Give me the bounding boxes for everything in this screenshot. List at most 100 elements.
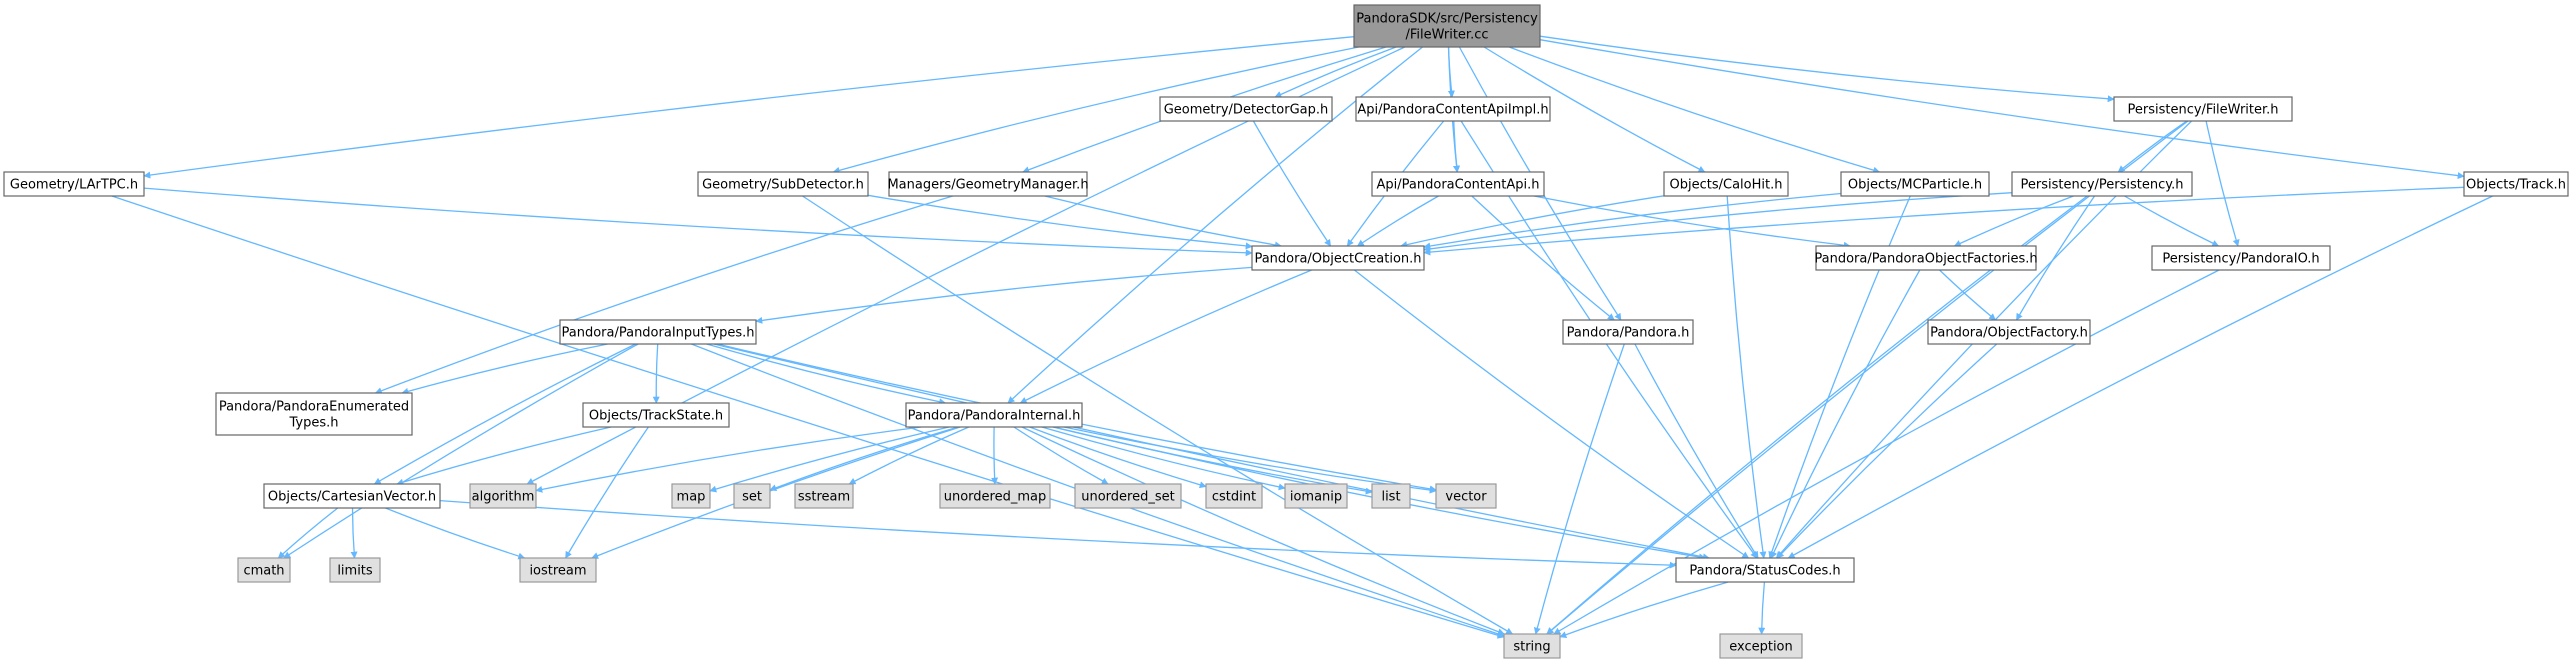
node-cartesian-box — [263, 483, 441, 509]
node-umap-label-0: unordered_map — [944, 490, 1047, 505]
node-umap-box — [939, 483, 1051, 509]
edge-cartesian-to-iostream — [385, 507, 526, 560]
node-cartesian[interactable]: Objects/CartesianVector.h — [263, 483, 441, 509]
node-persistency[interactable]: Persistency/Persistency.h — [2011, 171, 2193, 197]
edge-inputtypes-to-cartesian — [373, 343, 636, 485]
node-pfilewriter[interactable]: Persistency/FileWriter.h — [2113, 96, 2293, 122]
edge-track-to-statuscodes — [1787, 195, 2493, 559]
node-internal[interactable]: Pandora/PandoraInternal.h — [905, 402, 1083, 428]
edge-root-to-lartpc — [143, 36, 1355, 179]
edge-root-to-pfilewriter — [1539, 35, 2115, 103]
edge-calohit-to-objcreation — [1400, 195, 1665, 249]
edge-trackstate-to-cartesian — [396, 426, 612, 486]
edge-cartesian-to-limits — [350, 507, 358, 559]
node-lartpc-label-0: Geometry/LArTPC.h — [10, 178, 138, 193]
edge-inputtypes-to-internal — [706, 343, 947, 406]
edges-layer — [111, 35, 2493, 639]
edge-inputtypes-to-cmath — [283, 343, 639, 559]
node-objcreation[interactable]: Pandora/ObjectCreation.h — [1251, 245, 1425, 271]
node-enumtypes-label-1: Types.h — [288, 416, 338, 431]
node-subdetector[interactable]: Geometry/SubDetector.h — [697, 171, 869, 197]
node-track-label-0: Objects/Track.h — [2466, 178, 2566, 193]
node-track[interactable]: Objects/Track.h — [2463, 171, 2569, 197]
node-persistency-label-0: Persistency/Persistency.h — [2020, 178, 2183, 193]
edge-pandoraio-to-string — [1553, 269, 2220, 635]
edge-apiimpl-to-contentapi — [1453, 120, 1461, 173]
node-detectorgap[interactable]: Geometry/DetectorGap.h — [1159, 96, 1333, 122]
node-cmath: cmath — [237, 557, 291, 583]
edge-persistency-to-objcreation — [1423, 192, 2013, 253]
node-calohit-box — [1663, 171, 1789, 197]
edge-objfactories-to-statuscodes — [1770, 269, 1921, 559]
node-apiimpl[interactable]: Api/PandoraContentApiImpl.h — [1355, 96, 1551, 122]
node-umap: unordered_map — [939, 483, 1051, 509]
node-objfactories[interactable]: Pandora/PandoraObjectFactories.h — [1814, 245, 2038, 271]
node-iomanip-label-0: iomanip — [1290, 490, 1342, 505]
node-cartesian-label-0: Objects/CartesianVector.h — [268, 490, 436, 505]
node-iostream: iostream — [519, 557, 597, 583]
node-apiimpl-label-0: Api/PandoraContentApiImpl.h — [1357, 103, 1548, 118]
edge-root-to-calohit — [1483, 46, 1706, 173]
node-lartpc-box — [3, 171, 145, 197]
node-cstdint: cstdint — [1205, 483, 1263, 509]
edge-inputtypes-to-statuscodes — [713, 343, 1710, 561]
edge-pandora-to-string — [1533, 343, 1625, 635]
node-uset: unordered_set — [1074, 483, 1182, 509]
node-trackstate-label-0: Objects/TrackState.h — [589, 409, 723, 424]
edge-pfilewriter-to-persistency — [2117, 120, 2188, 173]
node-contentapi[interactable]: Api/PandoraContentApi.h — [1371, 171, 1545, 197]
node-root-label-1: /FileWriter.cc — [1405, 28, 1488, 43]
node-root[interactable]: PandoraSDK/src/Persistency/FileWriter.cc — [1353, 4, 1541, 48]
node-subdetector-box — [697, 171, 869, 197]
edge-persistency-to-objfactories — [1953, 195, 2074, 247]
node-set-box — [733, 483, 771, 509]
edge-pfilewriter-to-string — [1546, 120, 2189, 635]
edge-geommgr-to-enumtypes — [374, 195, 953, 395]
node-geommgr-label-0: Managers/GeometryManager.h — [887, 178, 1088, 193]
edge-root-to-subdetector — [832, 46, 1359, 174]
edge-internal-to-uset — [1013, 426, 1109, 485]
node-sstream: sstream — [794, 483, 854, 509]
node-sstream-label-0: sstream — [798, 490, 850, 505]
node-geommgr[interactable]: Managers/GeometryManager.h — [887, 171, 1089, 197]
node-uset-label-0: unordered_set — [1081, 490, 1174, 505]
node-trackstate[interactable]: Objects/TrackState.h — [582, 402, 730, 428]
edge-subdetector-to-objcreation — [867, 194, 1253, 250]
edge-contentapi-to-objcreation — [1356, 195, 1439, 247]
node-pandoraio[interactable]: Persistency/PandoraIO.h — [2151, 245, 2331, 271]
node-algorithm-label-0: algorithm — [472, 490, 535, 505]
edge-cartesian-to-statuscodes — [439, 499, 1677, 569]
node-cstdint-label-0: cstdint — [1212, 490, 1256, 505]
node-objfactory[interactable]: Pandora/ObjectFactory.h — [1927, 319, 2091, 345]
node-inputtypes[interactable]: Pandora/PandoraInputTypes.h — [559, 319, 757, 345]
node-statuscodes-box — [1675, 557, 1855, 583]
node-objfactory-box — [1927, 319, 2091, 345]
node-set: set — [733, 483, 771, 509]
edge-objcreation-to-internal — [1019, 269, 1312, 404]
node-mcparticle-label-0: Objects/MCParticle.h — [1848, 178, 1982, 193]
node-uset-box — [1074, 483, 1182, 509]
edge-root-to-internal — [1007, 46, 1423, 404]
edge-statuscodes-to-exception — [1758, 581, 1766, 635]
node-string: string — [1503, 633, 1561, 659]
node-calohit[interactable]: Objects/CaloHit.h — [1663, 171, 1789, 197]
node-pandora[interactable]: Pandora/Pandora.h — [1562, 319, 1694, 345]
node-map-box — [671, 483, 711, 509]
edge-inputtypes-to-trackstate — [652, 343, 660, 404]
node-set-label-0: set — [742, 490, 762, 505]
node-objfactories-label-0: Pandora/PandoraObjectFactories.h — [1814, 252, 2037, 267]
node-lartpc[interactable]: Geometry/LArTPC.h — [3, 171, 145, 197]
node-detectorgap-label-0: Geometry/DetectorGap.h — [1164, 103, 1329, 118]
node-mcparticle[interactable]: Objects/MCParticle.h — [1840, 171, 1990, 197]
edge-root-to-track — [1539, 39, 2465, 180]
node-statuscodes[interactable]: Pandora/StatusCodes.h — [1675, 557, 1855, 583]
node-internal-label-0: Pandora/PandoraInternal.h — [908, 409, 1081, 424]
node-enumtypes-label-0: Pandora/PandoraEnumerated — [219, 400, 409, 415]
node-cmath-box — [237, 557, 291, 583]
edge-internal-to-umap — [991, 426, 999, 485]
node-limits-label-0: limits — [337, 564, 373, 579]
node-pandora-label-0: Pandora/Pandora.h — [1567, 326, 1690, 341]
node-exception-box — [1719, 633, 1803, 659]
edge-persistency-to-pandoraio — [2124, 195, 2220, 247]
